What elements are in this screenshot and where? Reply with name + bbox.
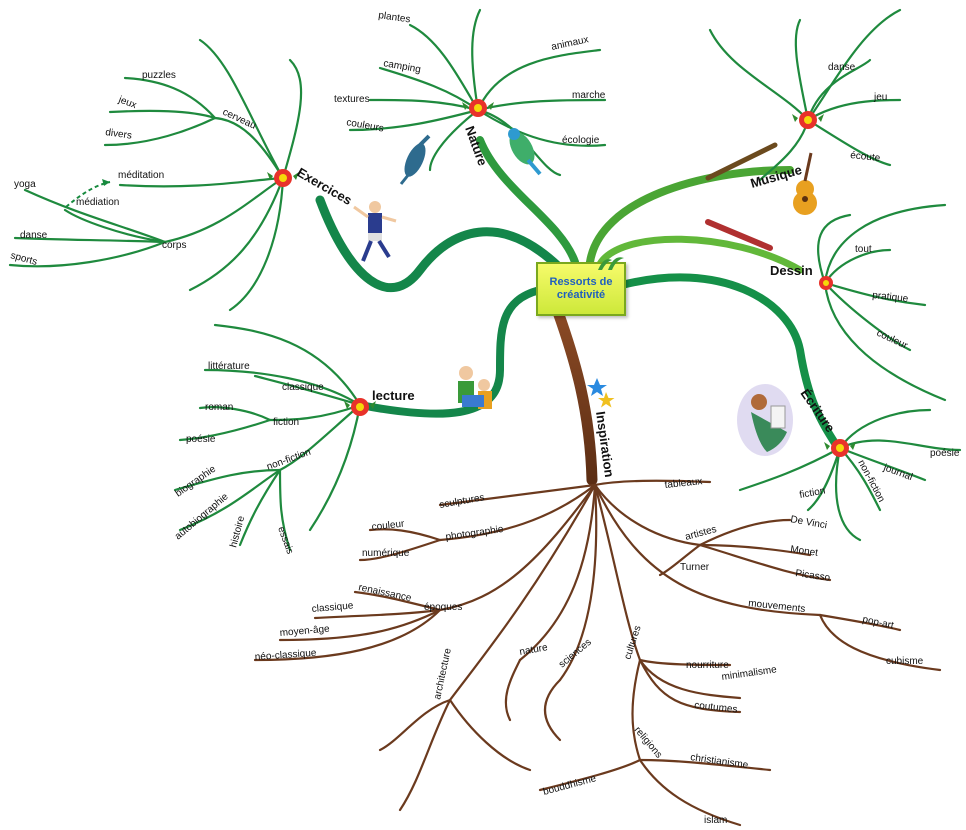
label-lecture[interactable]: lecture	[372, 388, 415, 403]
label-danse-ex[interactable]: danse	[20, 230, 48, 241]
label-nonfiction-lec[interactable]: non-fiction	[265, 447, 312, 473]
label-tableaux[interactable]: tableaux	[664, 476, 703, 491]
label-cultures[interactable]: cultures	[622, 624, 643, 661]
label-monet[interactable]: Monet	[790, 544, 819, 559]
label-divers[interactable]: divers	[105, 127, 133, 142]
parrot-icon	[504, 127, 540, 174]
label-moyen-age[interactable]: moyen-âge	[279, 624, 330, 639]
label-roman[interactable]: roman	[205, 402, 233, 413]
label-classique-lec[interactable]: classique	[282, 382, 324, 393]
branch-exercices-trunk	[320, 200, 560, 288]
flower-icon	[819, 276, 833, 290]
label-essais[interactable]: essais	[275, 525, 295, 555]
label-couleurs-nat[interactable]: couleurs	[345, 117, 384, 134]
label-ecologie[interactable]: écologie	[562, 135, 600, 146]
label-jeu[interactable]: jeu	[873, 92, 887, 103]
label-biographie[interactable]: biographie	[173, 463, 218, 499]
label-litterature[interactable]: littérature	[208, 361, 250, 372]
label-sciences[interactable]: sciences	[557, 637, 594, 670]
label-camping[interactable]: camping	[382, 58, 421, 75]
kids-reading-icon	[458, 366, 492, 409]
label-cerveau[interactable]: cerveau	[221, 107, 258, 132]
label-couleur-des[interactable]: couleur	[875, 328, 910, 352]
label-picasso[interactable]: Picasso	[795, 568, 832, 584]
label-coutumes[interactable]: coutumes	[694, 700, 738, 715]
label-photographie[interactable]: photographie	[445, 524, 505, 543]
label-yoga[interactable]: yoga	[14, 179, 36, 190]
label-cubisme[interactable]: cubisme	[886, 656, 924, 667]
branch-inspiration-trunk	[558, 312, 592, 480]
label-turner[interactable]: Turner	[680, 562, 710, 573]
branch-ecriture-trunk	[622, 277, 838, 448]
label-islam[interactable]: islam	[704, 815, 727, 826]
label-nourriture[interactable]: nourriture	[686, 660, 729, 671]
label-nature-insp[interactable]: nature	[519, 642, 549, 658]
label-numerique[interactable]: numérique	[362, 548, 410, 559]
central-topic-label: Ressorts de créativité	[538, 276, 624, 302]
label-jeux[interactable]: jeux	[116, 94, 138, 111]
leaf-icon	[596, 254, 626, 272]
label-puzzles[interactable]: puzzles	[142, 70, 176, 81]
label-architecture[interactable]: architecture	[432, 647, 454, 701]
label-danse-mus[interactable]: danse	[828, 62, 856, 73]
root-branches	[255, 481, 940, 825]
label-poesie-ecr[interactable]: poésie	[930, 448, 960, 459]
label-fiction-ecr[interactable]: fiction	[799, 486, 827, 501]
label-autobiographie[interactable]: autobiographie	[173, 491, 231, 542]
label-textures[interactable]: textures	[334, 94, 370, 105]
label-christianisme[interactable]: christianisme	[690, 752, 750, 771]
label-pop-art[interactable]: pop-art	[861, 614, 894, 631]
label-bouddhisme[interactable]: bouddhisme	[542, 773, 598, 798]
label-corps[interactable]: corps	[162, 240, 186, 251]
label-animaux[interactable]: animaux	[550, 34, 589, 53]
star-icon	[587, 378, 607, 396]
label-plantes[interactable]: plantes	[378, 10, 411, 25]
label-journal[interactable]: journal	[881, 462, 914, 483]
label-nonfiction-ecr[interactable]: non-fiction	[855, 458, 886, 504]
label-fiction-lec[interactable]: fiction	[273, 417, 299, 428]
label-poesie-lec[interactable]: poésie	[186, 434, 216, 445]
label-tout[interactable]: tout	[855, 244, 872, 255]
label-marche[interactable]: marche	[572, 90, 606, 101]
label-pratique[interactable]: pratique	[872, 290, 910, 305]
label-classique-insp[interactable]: classique	[311, 600, 354, 615]
label-meditation[interactable]: méditation	[118, 170, 164, 181]
label-neo-classique[interactable]: néo-classique	[254, 648, 317, 663]
arrowhead-icon	[102, 179, 110, 186]
label-sculptures[interactable]: sculptures	[439, 492, 486, 511]
label-religions[interactable]: religions	[632, 725, 664, 761]
bird-icon	[400, 136, 430, 184]
star-icon	[598, 392, 615, 408]
writer-icon	[737, 384, 793, 456]
label-ecriture[interactable]: Écriture	[798, 386, 838, 435]
label-renaissance[interactable]: renaissance	[357, 582, 412, 604]
label-minimalisme[interactable]: minimalisme	[721, 664, 778, 683]
label-epoques[interactable]: époques	[424, 602, 462, 613]
label-mediation[interactable]: médiation	[76, 197, 119, 208]
label-dessin[interactable]: Dessin	[770, 263, 813, 278]
runner-icon	[354, 201, 396, 261]
green-sub-branches	[10, 10, 960, 550]
label-ecoute[interactable]: écoute	[850, 150, 881, 164]
label-devinci[interactable]: De Vinci	[789, 514, 827, 531]
